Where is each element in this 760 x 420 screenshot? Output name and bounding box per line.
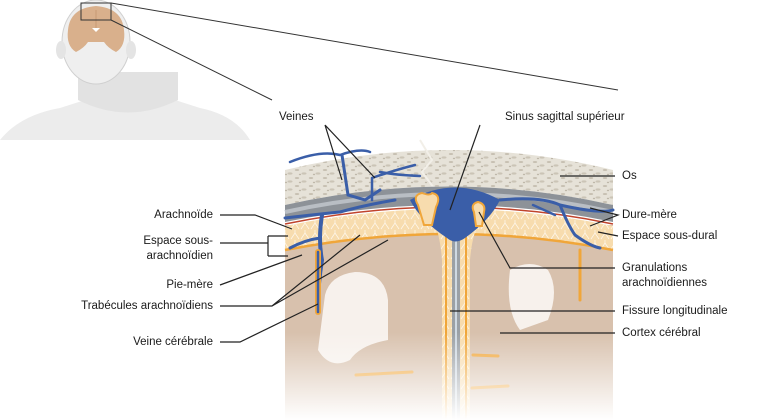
label-veine-cerebrale: Veine cérébrale <box>133 336 213 348</box>
label-cortex: Cortex cérébral <box>622 327 701 339</box>
label-trabecules: Trabécules arachnoïdiens <box>81 300 213 312</box>
cross-section <box>283 139 615 420</box>
leader-trabecules <box>220 234 389 307</box>
label-veines: Veines <box>279 111 314 123</box>
zoom-line-top <box>110 2 619 91</box>
leader-veines <box>324 124 376 181</box>
label-espace-sous-dural: Espace sous-dural <box>622 230 718 242</box>
leader-espace-sous-arachnoidien <box>220 235 288 257</box>
leader-arachnoide <box>220 214 293 230</box>
label-arachnoide: Arachnoïde <box>154 209 213 221</box>
label-pie-mere: Pie-mère <box>166 279 213 291</box>
label-dure-mere: Dure-mère <box>622 209 677 221</box>
leader-lines <box>219 124 620 343</box>
head-figure <box>0 0 619 140</box>
leader-espace-sous-dural <box>597 231 619 237</box>
granulation-left <box>414 191 440 226</box>
bone-layer <box>285 150 613 205</box>
leader-pie-mere <box>219 254 303 286</box>
zoom-box <box>80 2 112 21</box>
label-os: Os <box>622 170 637 182</box>
leader-granulations <box>478 211 615 269</box>
label-fissure: Fissure longitudinale <box>622 305 728 317</box>
ear-right <box>126 41 136 59</box>
ear-left <box>56 41 66 59</box>
label-sinus: Sinus sagittal supérieur <box>505 111 625 123</box>
label-granulations-1: Granulations <box>622 262 688 274</box>
leader-dure-mere <box>589 207 620 227</box>
label-espace-sous-arachnoidien-2: arachnoïdien <box>146 250 214 262</box>
label-granulations-2: arachnoïdiennes <box>622 277 708 289</box>
granulation-right <box>471 200 486 227</box>
leader-sinus <box>449 124 481 211</box>
label-espace-sous-arachnoidien-1: Espace sous- <box>143 235 213 247</box>
leader-veine-cerebrale <box>220 303 319 343</box>
zoom-line-bottom <box>110 19 273 101</box>
